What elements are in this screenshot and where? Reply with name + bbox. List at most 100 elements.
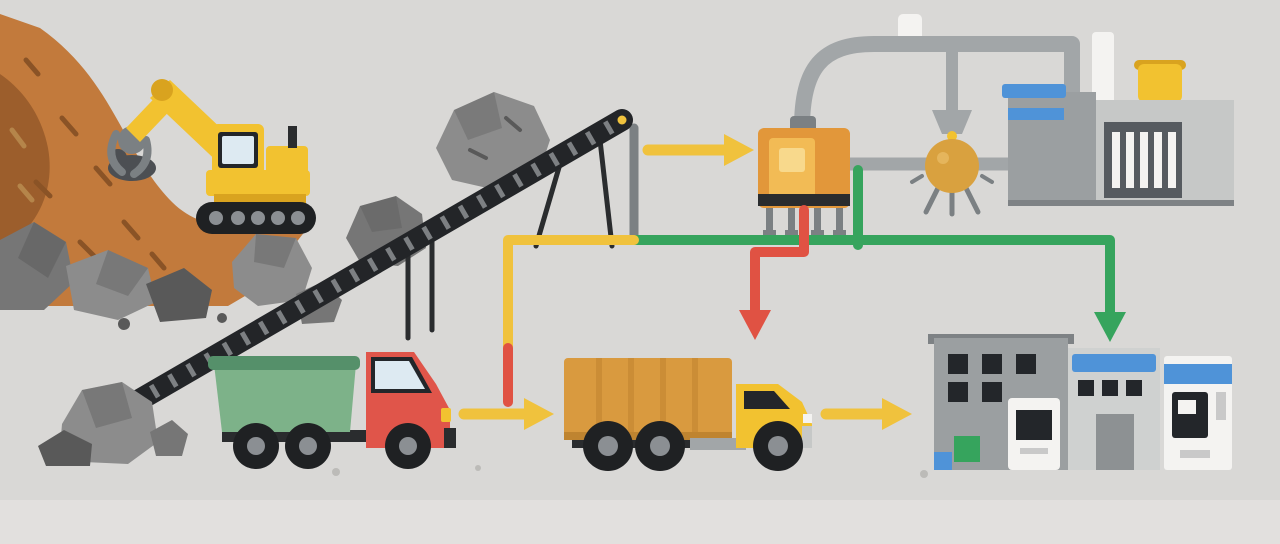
pebble: [475, 465, 481, 471]
pot-bowl: [925, 139, 979, 193]
vending-screen: [1172, 392, 1208, 438]
headlight: [441, 408, 451, 422]
crusher-foot: [811, 230, 824, 235]
wheel-hub: [247, 437, 265, 455]
arrow-cargo-to-shops-head: [882, 398, 912, 430]
louver-stripe: [1140, 132, 1148, 188]
ground-pebbles: [332, 465, 928, 478]
conveyor-belt: [87, 109, 639, 435]
flow-lines: [458, 134, 1126, 430]
vending-screen-glare: [1178, 400, 1196, 414]
excavator-body: [206, 170, 310, 196]
ground-strip: [0, 500, 1280, 544]
cab-window: [375, 361, 425, 389]
rock: [38, 430, 92, 466]
conveyor-leg: [597, 137, 615, 249]
head-pulley-hub: [617, 115, 627, 125]
streak-light: [17, 183, 35, 203]
box-seam: [660, 358, 666, 440]
excavator: [107, 79, 316, 234]
crusher-leg: [836, 206, 843, 232]
streak-light: [9, 127, 27, 149]
pot-tick: [910, 174, 924, 184]
pebble-rock: [118, 318, 130, 330]
atm-screen: [1016, 410, 1052, 440]
wheel-hub: [598, 436, 618, 456]
shops-and-vending: [928, 334, 1232, 470]
streak: [59, 115, 79, 137]
arrow-conveyor-to-crusher-head: [724, 134, 754, 166]
track-wheel: [271, 211, 285, 225]
shop-window: [1102, 380, 1118, 396]
turntable: [214, 194, 306, 204]
shop-window: [1078, 380, 1094, 396]
factory-building: [1002, 32, 1234, 206]
rock-facet: [96, 250, 148, 296]
box-seam: [692, 358, 698, 440]
conveyor-leg: [533, 161, 563, 249]
pot-leg: [923, 185, 941, 215]
atm-slot: [1020, 448, 1048, 454]
streak: [23, 57, 41, 77]
headlight: [803, 414, 812, 423]
crusher-foot: [763, 230, 776, 235]
mound-streaks: [9, 57, 167, 271]
streak: [77, 239, 97, 259]
boulder-facet: [360, 196, 402, 232]
green-crate: [954, 436, 980, 462]
arrow-dump-to-cargo-head: [524, 398, 554, 430]
boulder-crack: [504, 116, 522, 132]
crusher-leg: [814, 206, 821, 232]
arrow-crusher-to-cargo-truck-head: [739, 310, 771, 340]
roof-tank: [1138, 64, 1182, 102]
track-wheel: [209, 211, 223, 225]
crusher-machine: [758, 116, 850, 235]
cab-window: [744, 391, 790, 409]
bumper: [444, 428, 456, 448]
louver-stripe: [1112, 132, 1120, 188]
line-factory-to-shops: [629, 235, 1115, 321]
streak: [149, 251, 167, 271]
counterweight: [266, 146, 308, 176]
shop-window: [948, 382, 968, 402]
crusher-foot: [785, 230, 798, 235]
rock: [232, 234, 312, 306]
pot-highlight: [937, 152, 949, 164]
dump-bed: [214, 364, 356, 432]
rock: [66, 250, 156, 320]
crusher-hatch: [779, 148, 805, 172]
cab-window: [222, 136, 254, 164]
track-wheel: [251, 211, 265, 225]
wheel-hub: [399, 437, 417, 455]
mound-shadow: [0, 74, 50, 250]
shop-window: [1126, 380, 1142, 396]
vending-coin-slot: [1216, 392, 1226, 420]
crusher-leg: [788, 206, 795, 232]
cargo-box: [564, 358, 732, 440]
shop-b-sign: [1072, 354, 1156, 372]
shop-door: [1096, 414, 1134, 470]
boulders: [346, 92, 550, 266]
side-skirt: [690, 438, 746, 450]
dump-bed-lip: [208, 356, 360, 370]
claw-finger: [130, 136, 152, 178]
louver-stripe: [1168, 132, 1176, 188]
rock: [0, 222, 74, 310]
pot-leg: [963, 185, 981, 215]
crusher-base-band: [758, 194, 850, 206]
boulder-large: [436, 92, 550, 190]
shop-window: [1016, 354, 1036, 374]
pebble-rock: [217, 313, 227, 323]
wheel-hub: [768, 436, 788, 456]
pebble: [332, 468, 340, 476]
claw-finger: [107, 130, 126, 176]
material-drop: [947, 131, 957, 141]
louver-stripe: [1126, 132, 1134, 188]
rock-pile-belt-tail: [38, 382, 188, 466]
line-conveyor-to-trucks: [503, 235, 639, 353]
shop-window: [948, 354, 968, 374]
streak: [93, 165, 113, 187]
shop-window: [982, 382, 1002, 402]
